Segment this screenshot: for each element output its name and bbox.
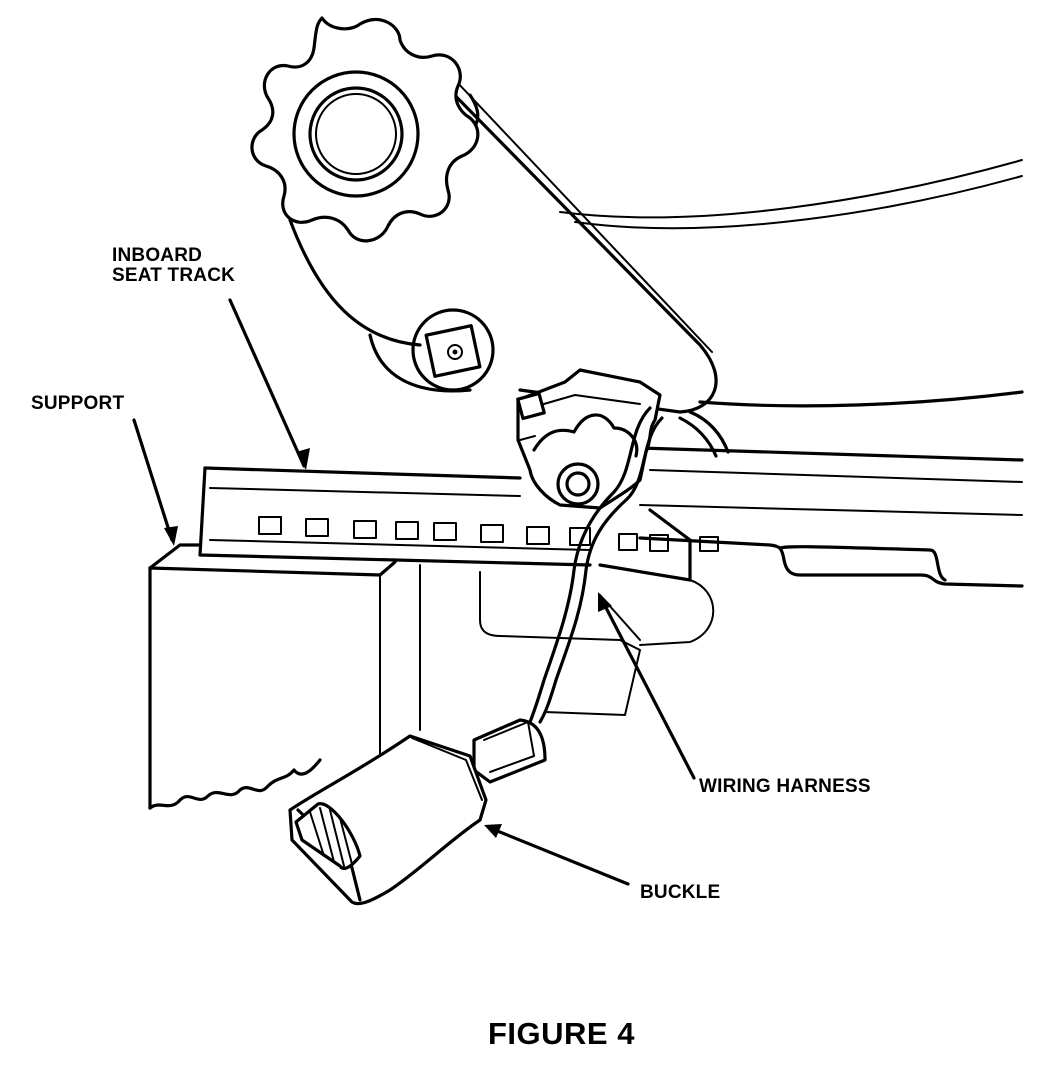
leader-arrows (132, 298, 696, 886)
track-adjuster-slots (258, 516, 719, 552)
lower-bracket (479, 571, 715, 716)
buckle-anchor-bracket (516, 368, 662, 510)
figure-caption: FIGURE 4 (488, 1016, 635, 1051)
seat-cushion (559, 159, 1024, 408)
inboard-seat-track (198, 446, 1024, 588)
wiring-harness-label: WIRING HARNESS (699, 776, 871, 797)
buckle-label: BUCKLE (640, 882, 721, 903)
inboard-seat-track-label-line-1: INBOARD (112, 245, 203, 266)
recliner-knob (250, 16, 480, 243)
seat-belt-buckle (288, 718, 547, 906)
inboard-seat-track-label-line-2: SEAT TRACK (112, 264, 236, 286)
inboard-seat-track-label: INBOARD SEAT TRACK (112, 246, 235, 286)
support-label: SUPPORT (31, 393, 125, 414)
pivot-bolt (411, 308, 495, 392)
wiring-harness (528, 406, 730, 724)
recliner-bracket (288, 68, 718, 414)
